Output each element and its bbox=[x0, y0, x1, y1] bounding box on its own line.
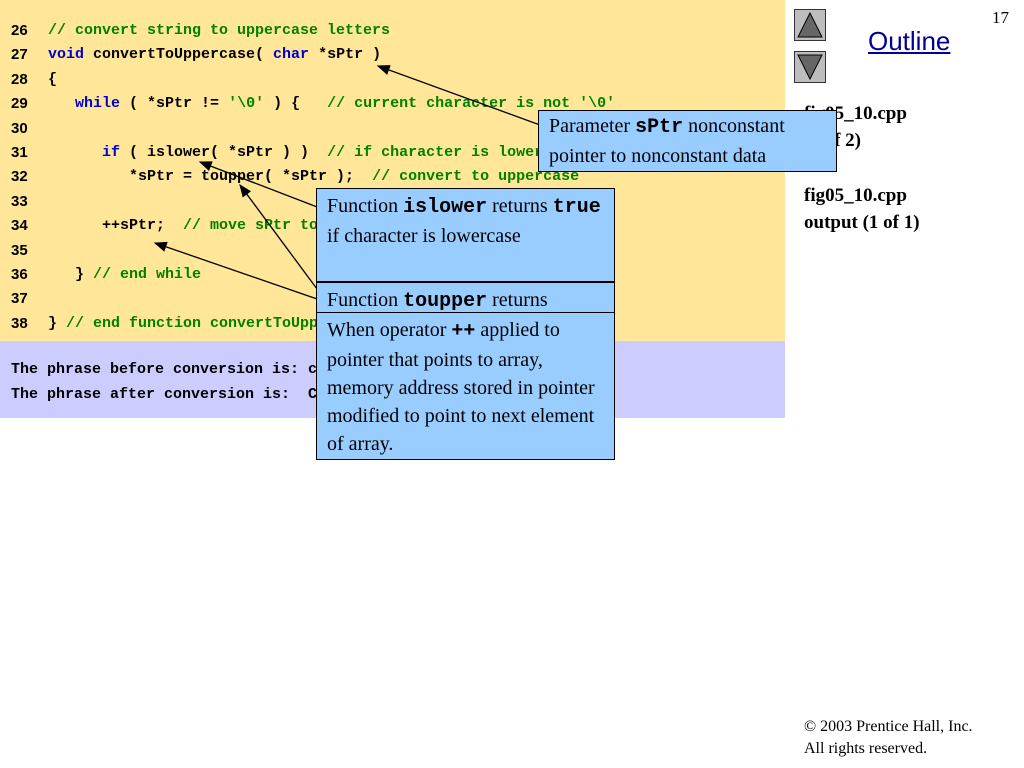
code-comment: // current character is not '\0' bbox=[327, 95, 616, 113]
line-number: 27 bbox=[11, 46, 28, 64]
line-number: 36 bbox=[11, 266, 28, 283]
page-number: 17 bbox=[992, 8, 1009, 27]
line-number: 34 bbox=[11, 217, 28, 235]
line-number: 31 bbox=[11, 144, 28, 161]
code-token: } bbox=[48, 266, 94, 283]
line-number: 37 bbox=[11, 290, 28, 308]
line-number: 38 bbox=[11, 314, 28, 332]
callout-increment-code: ++ bbox=[451, 320, 476, 343]
callout-parameter: Parameter sPtr nonconstant pointer to no… bbox=[538, 110, 837, 172]
callout-increment: When operator ++ applied to pointer that… bbox=[316, 312, 615, 460]
callout-islower-code: islower bbox=[403, 196, 488, 219]
copyright-line-2: All rights reserved. bbox=[804, 740, 928, 757]
callout-islower: Function islower returns true if charact… bbox=[316, 188, 615, 282]
callout-increment-post: applied to pointer that points to array,… bbox=[327, 319, 595, 455]
code-keyword: void bbox=[48, 46, 85, 64]
line-number: 32 bbox=[11, 168, 28, 186]
code-token: { bbox=[48, 70, 58, 88]
file-label-output: fig05_10.cpp output (1 of 1) bbox=[804, 182, 920, 236]
next-slide-button[interactable] bbox=[794, 51, 826, 83]
code-text: } // end function convertToUppercase bbox=[48, 312, 372, 336]
line-number: 29 bbox=[11, 95, 28, 113]
code-text: void convertToUppercase( char *sPtr ) bbox=[48, 43, 381, 67]
code-keyword: if bbox=[102, 144, 121, 161]
code-token: *sPtr ) bbox=[309, 46, 382, 64]
outline-link[interactable]: Outline bbox=[868, 26, 951, 56]
code-text: while ( *sPtr != '\0' ) { // current cha… bbox=[48, 92, 615, 116]
copyright: © 2003 Prentice Hall, Inc. All rights re… bbox=[804, 716, 973, 760]
code-token: ++sPtr; bbox=[48, 217, 184, 235]
line-number: 28 bbox=[11, 70, 28, 88]
up-triangle-icon bbox=[797, 11, 823, 38]
code-text: if ( islower( *sPtr ) ) // if character … bbox=[48, 141, 588, 165]
arrow-toupper bbox=[239, 183, 321, 294]
code-comment: '\0' bbox=[228, 95, 265, 113]
callout-toupper-post: returns bbox=[487, 289, 548, 311]
code-text: // convert string to uppercase letters bbox=[48, 19, 390, 43]
code-token: } bbox=[48, 314, 67, 332]
code-text: } // end while bbox=[48, 263, 201, 287]
arrow-increment bbox=[153, 241, 321, 301]
callout-toupper: Function toupper returns bbox=[316, 282, 615, 316]
arrow-param bbox=[376, 65, 541, 126]
code-comment: // convert string to uppercase letters bbox=[48, 22, 391, 39]
file-label-output-part: output (1 of 1) bbox=[804, 212, 920, 233]
code-text: { bbox=[48, 68, 57, 92]
arrow-islower bbox=[198, 161, 326, 211]
callout-toupper-pre: Function bbox=[327, 289, 404, 311]
copyright-line-1: © 2003 Prentice Hall, Inc. bbox=[804, 718, 973, 735]
code-token: convertToUppercase( bbox=[84, 46, 274, 64]
callout-parameter-code: sPtr bbox=[635, 116, 684, 139]
down-triangle-icon bbox=[797, 54, 823, 81]
code-comment: // convert to uppercase bbox=[372, 168, 580, 186]
callout-islower-true: true bbox=[552, 196, 601, 219]
line-number: 30 bbox=[11, 119, 28, 137]
code-keyword: while bbox=[75, 95, 121, 113]
file-label-output-name: fig05_10.cpp bbox=[804, 185, 907, 206]
code-token: ) { bbox=[264, 95, 328, 113]
callout-toupper-code: toupper bbox=[403, 290, 488, 313]
previous-slide-button[interactable] bbox=[794, 9, 826, 41]
line-number: 33 bbox=[11, 192, 28, 210]
line-number: 26 bbox=[11, 22, 28, 39]
line-number: 35 bbox=[11, 241, 28, 259]
callout-parameter-post: nonconstant pointer to nonconstant data bbox=[549, 115, 785, 167]
callout-islower-post: if character is lowercase bbox=[327, 225, 521, 247]
callout-islower-pre: Function bbox=[327, 195, 404, 217]
code-comment: // end while bbox=[93, 266, 202, 283]
code-token: ( islower( *sPtr ) ) bbox=[120, 144, 328, 161]
callout-increment-pre: When operator bbox=[327, 319, 452, 341]
callout-parameter-pre: Parameter bbox=[549, 115, 636, 137]
code-comment: // if character is lowercase, bbox=[327, 144, 589, 161]
callout-islower-mid: returns bbox=[487, 195, 553, 217]
code-token: ( *sPtr != bbox=[120, 95, 229, 113]
code-keyword: char bbox=[273, 46, 310, 64]
